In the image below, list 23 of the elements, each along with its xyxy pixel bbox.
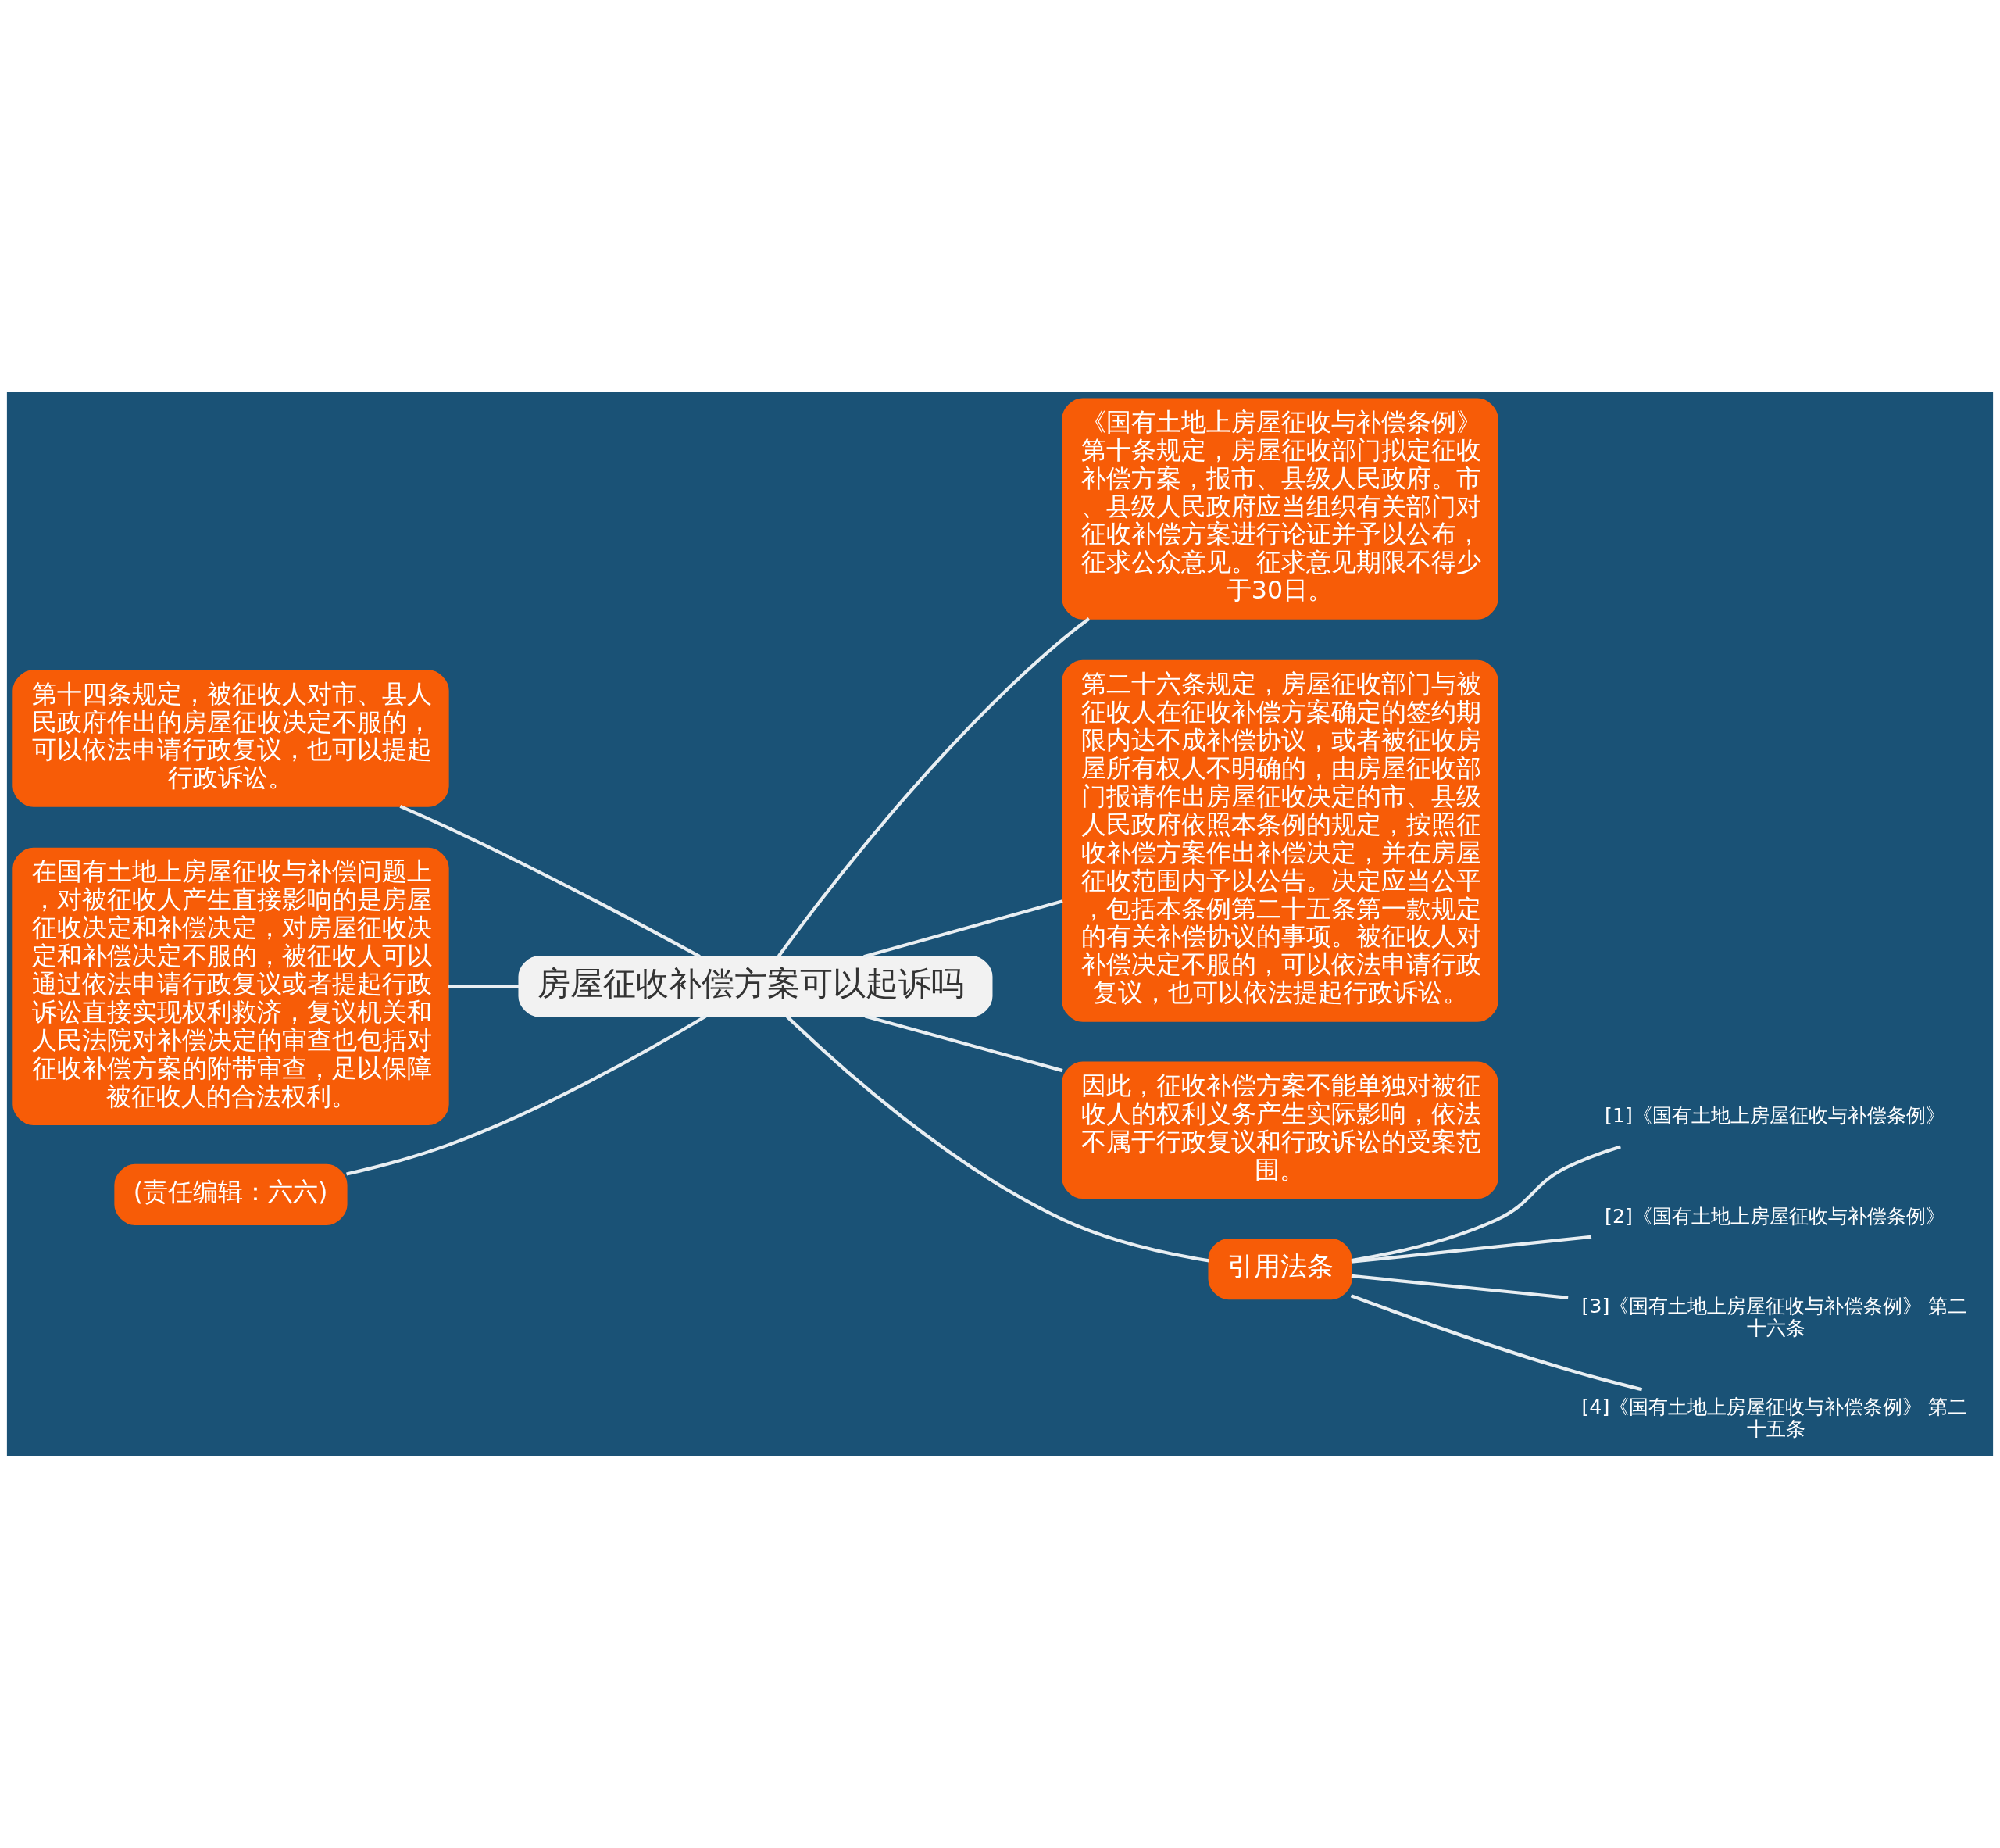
connector (1351, 1235, 1592, 1264)
connector (448, 985, 520, 988)
node-text: [2]《国有土地上房屋征收与补偿条例》 (1605, 1204, 1946, 1228)
connector (864, 1014, 1063, 1073)
node-box: 第二十六条规定，房屋征收部门与被征收人在征收补偿方案确定的签约期限内达不成补偿协议，或者被征收房屋所有权人不明确的，由房屋征收部门报请作出房屋征收决定的市、县级人民政府依照本条例的规定，按照征收补偿方案作出补偿决定，并在房屋征收范围内予以公告。决定应当公平，包括本条例第二十五条第一款规定的有关补偿协议的事项。被征收人对补偿决定不服的，可以依法申请行政复议，也可以依法提起行政诉讼。 (1062, 659, 1498, 1022)
connector (863, 899, 1063, 959)
connector (1351, 1145, 1621, 1263)
node-box: 房屋征收补偿方案可以起诉吗 (518, 956, 993, 1017)
node-box: 《国有土地上房屋征收与补偿条例》第十条规定，房屋征收部门拟定征收补偿方案，报市、县级人民政府。市、县级人民政府应当组织有关部门对征收补偿方案进行论证并予以公布，征求公众意见。征求意见期限不得少于30日。 (1062, 398, 1498, 620)
node-box: 第十四条规定，被征收人对市、县人民政府作出的房屋征收决定不服的，可以依法申请行政复议，也可以提起行政诉讼。 (12, 670, 449, 807)
connector (786, 1015, 1209, 1263)
node-box: 引用法条 (1208, 1238, 1352, 1300)
connector (399, 804, 701, 959)
connector (777, 617, 1091, 957)
connector (1350, 1294, 1643, 1392)
node-text: [1]《国有土地上房屋征收与补偿条例》 (1605, 1103, 1946, 1127)
connector (1351, 1274, 1569, 1299)
node-box: 在国有土地上房屋征收与补偿问题上，对被征收人产生直接影响的是房屋征收决定和补偿决定，对房屋征收决定和补偿决定不服的，被征收人可以通过依法申请行政复议或者提起行政诉讼直接实现权利救济，复议机关和人民法院对补偿决定的审查也包括对征收补偿方案的附带审查，足以保障被征收人的合法权利。 (12, 847, 449, 1125)
node-text: [4]《国有土地上房屋征收与补偿条例》 第二十五条 (1581, 1395, 1968, 1440)
connector (346, 1014, 707, 1176)
node-text: [3]《国有土地上房屋征收与补偿条例》 第二十六条 (1581, 1294, 1968, 1339)
node-box: 因此，征收补偿方案不能单独对被征收人的权利义务产生实际影响，依法不属于行政复议和行政诉讼的受案范围。 (1062, 1061, 1498, 1199)
node-box: (责任编辑：六六) (114, 1163, 348, 1225)
